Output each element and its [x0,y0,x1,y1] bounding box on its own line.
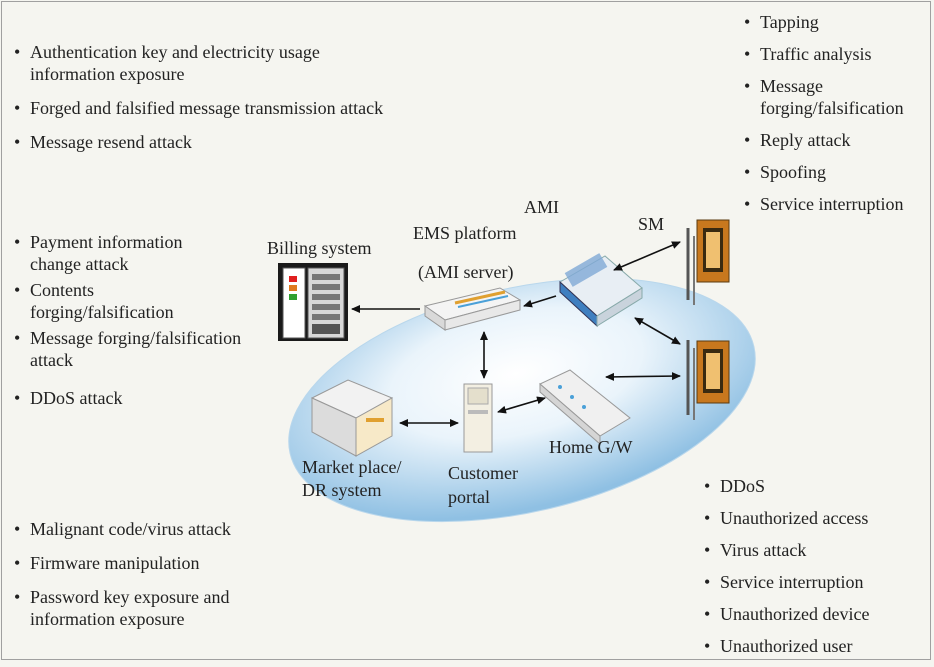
threat-item: Authentication key and electricity usage… [14,41,399,85]
ami-server-icon [423,287,522,331]
threat-item: Unauthorized access [704,507,929,529]
arrow-gateway-meter-bottom [605,372,681,381]
threat-item: Virus attack [704,539,929,561]
threat-item: Firmware manipulation [14,552,284,574]
threat-item: Traffic analysis [744,43,934,65]
customer-portal-icon [463,383,493,453]
billing-system-icon [278,263,348,341]
customer-portal-label-line1: Customer [448,463,518,483]
home-gateway-label: Home G/W [549,437,633,457]
top-left-threat-list: Authentication key and electricity usage… [14,41,399,165]
threat-item: DDoS attack [14,387,269,409]
threat-item: Service interruption [704,571,929,593]
market-place-label-line1: Market place/ [302,457,402,477]
bottom-left-threat-list: Malignant code/virus attack Firmware man… [14,518,284,642]
sm-label: SM [638,214,665,234]
threat-item: Contents forging/falsification [14,279,220,323]
threat-item: Unauthorized device [704,603,929,625]
smart-meter-bottom-icon [686,340,730,420]
bottom-right-threat-list: DDoS Unauthorized access Virus attack Se… [704,475,929,667]
threat-item: Message forging/falsification attack [14,327,269,371]
threat-item: Message resend attack [14,131,399,153]
arrow-switch-to-server [523,295,557,308]
connection-arrows [351,241,681,427]
ami-server-label: (AMI server) [418,262,514,282]
smart-meter-top-icon [686,219,730,305]
threat-item: Service interruption [744,193,934,215]
arrow-switch-meter-bottom [634,317,681,345]
market-place-icon [310,379,394,457]
arrow-switch-meter-top [613,241,681,271]
threat-item: Unauthorized user [704,635,929,657]
threat-item: Tapping [744,11,934,33]
threat-item: Message forging/falsification [744,75,934,119]
threat-item: Payment information change attack [14,231,230,275]
threat-item: Password key exposure and information ex… [14,586,284,630]
threat-item: Spoofing [744,161,934,183]
market-place-label-line2: DR system [302,480,382,500]
ami-label: AMI [524,197,559,217]
threat-item: Malignant code/virus attack [14,518,284,540]
middle-left-threat-list: Payment information change attack Conten… [14,231,269,409]
arrow-portal-gateway [497,396,546,414]
billing-system-label: Billing system [267,238,372,258]
home-gateway-icon [539,369,631,446]
ems-platform-label: EMS platform [413,223,517,243]
threat-item: Reply attack [744,129,934,151]
threat-item: DDoS [704,475,929,497]
threat-item: Forged and falsified message transmissio… [14,97,399,119]
customer-portal-label-line2: portal [448,487,490,507]
top-right-threat-list: Tapping Traffic analysis Message forging… [744,11,934,225]
network-switch-icon [559,253,643,328]
